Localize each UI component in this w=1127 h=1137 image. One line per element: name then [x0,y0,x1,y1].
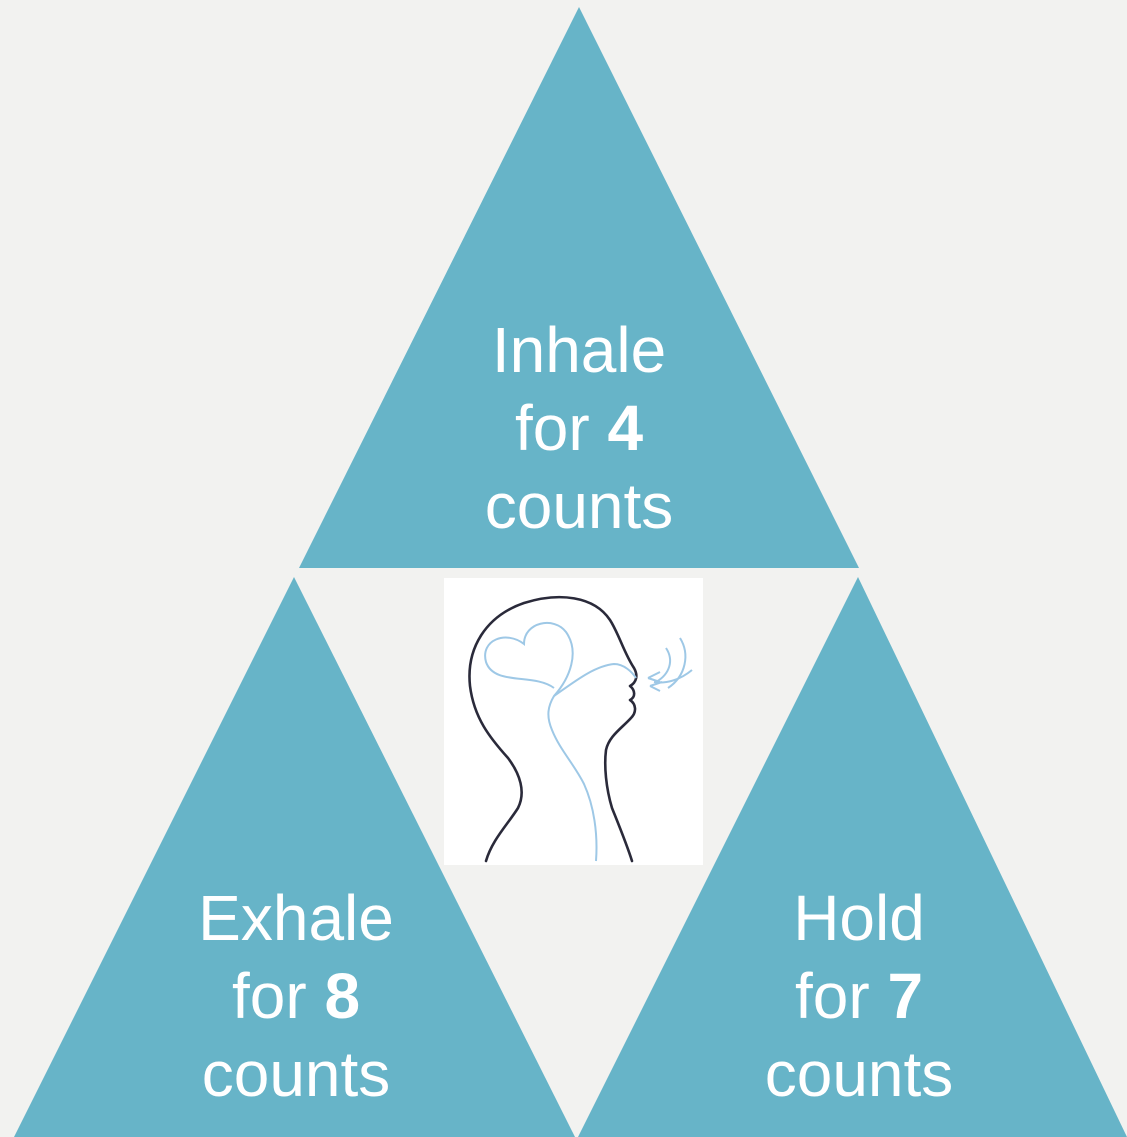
exhale-unit: counts [201,1038,391,1110]
air-arc-1 [667,637,687,689]
exhale-for: for [231,960,307,1032]
hold-count: 7 [887,960,924,1032]
exhale-count: 8 [324,960,361,1032]
air-arc-2 [655,647,672,683]
inhale-triangle [299,7,859,568]
heart-breath-path [484,622,598,862]
air-arc-3 [653,669,693,684]
hold-unit: counts [764,1038,954,1110]
hold-triangle [578,577,1127,1137]
inhale-duration: for 4 [389,389,769,467]
exhale-title: Exhale [198,882,394,954]
inhale-for: for [514,392,590,464]
head-breathing-icon [468,595,693,863]
head-outline [468,595,638,863]
inhale-unit: counts [484,470,674,542]
inhale-label: Inhale for 4 counts [389,311,769,545]
head-breathing-illustration [444,578,703,865]
air-arrow-1 [647,671,661,683]
nose-breath-path [553,662,637,697]
hold-for: for [794,960,870,1032]
inhale-count: 4 [607,392,644,464]
hold-title: Hold [793,882,925,954]
hold-label: Hold for 7 counts [669,879,1049,1113]
exhale-triangle [14,577,575,1137]
inhale-title: Inhale [491,314,667,386]
exhale-duration: for 8 [106,957,486,1035]
exhale-label: Exhale for 8 counts [106,879,486,1113]
hold-duration: for 7 [669,957,1049,1035]
air-arrow-2 [649,681,663,692]
